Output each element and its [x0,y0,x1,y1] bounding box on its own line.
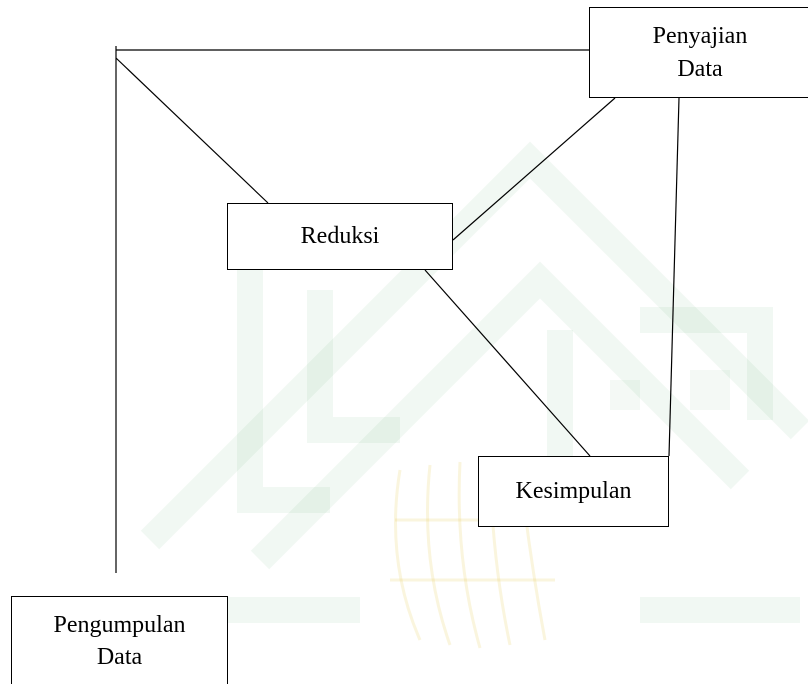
node-pengumpulan-data: Pengumpulan Data [11,596,228,684]
edge-pengumpulan-reduksi [115,57,269,204]
node-reduksi-label: Reduksi [300,223,380,250]
node-pengumpulan-line1: Pengumpulan [53,611,186,638]
edge-kesimpulan-penyajian [668,97,680,457]
edge-reduksi-kesimpulan [424,269,591,457]
node-penyajian-line1: Penyajian [652,23,748,50]
node-pengumpulan-line2: Data [96,644,143,670]
node-kesimpulan: Kesimpulan [478,456,669,527]
node-penyajian-line2: Data [677,55,723,82]
node-kesimpulan-label: Kesimpulan [515,478,632,505]
edge-reduksi-penyajian [452,97,616,241]
node-reduksi: Reduksi [227,203,453,270]
node-penyajian-data: Penyajian Data [589,7,808,98]
